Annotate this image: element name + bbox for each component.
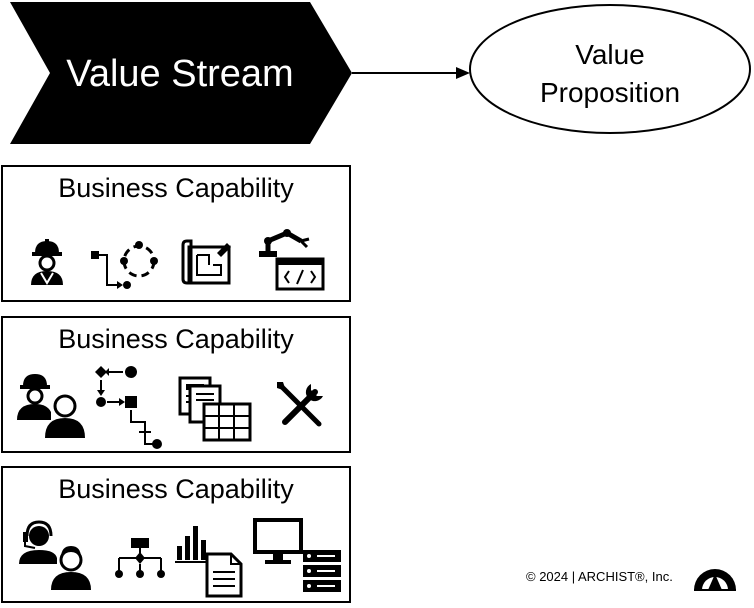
business-capability-box: Business Capability [1,316,351,453]
business-capability-box: Business Capability [1,165,351,302]
connector-arrow [352,67,470,79]
business-capability-box: Business Capability [1,466,351,603]
workflow-steps-icon [95,366,162,449]
org-hierarchy-icon [115,538,165,578]
business-capability-title: Business Capability [58,173,294,203]
robot-arm-code-icon [259,229,325,291]
blueprint-icon [181,239,231,285]
chart-report-icon [175,526,243,598]
value-stream-label: Value Stream [66,53,294,95]
business-capability-title: Business Capability [58,324,294,354]
construction-worker-icon [31,239,63,285]
value-stream-chevron [10,2,352,144]
archist-logo-icon [694,569,736,591]
worker-and-person-icon [17,374,85,438]
value-proposition-line1: Value [575,39,645,70]
value-proposition-line2: Proposition [539,77,681,108]
process-cycle-icon [91,241,158,289]
copyright-text: © 2024 | ARCHIST®, Inc. [526,569,673,584]
value-proposition-ellipse [469,4,751,134]
value-proposition-label: Value Proposition [470,36,750,112]
monitor-server-icon [253,518,341,592]
wrench-screwdriver-icon [277,382,323,427]
business-capability-title: Business Capability [58,474,294,504]
support-agent-user-icon [19,520,91,590]
documents-table-icon [178,376,252,442]
